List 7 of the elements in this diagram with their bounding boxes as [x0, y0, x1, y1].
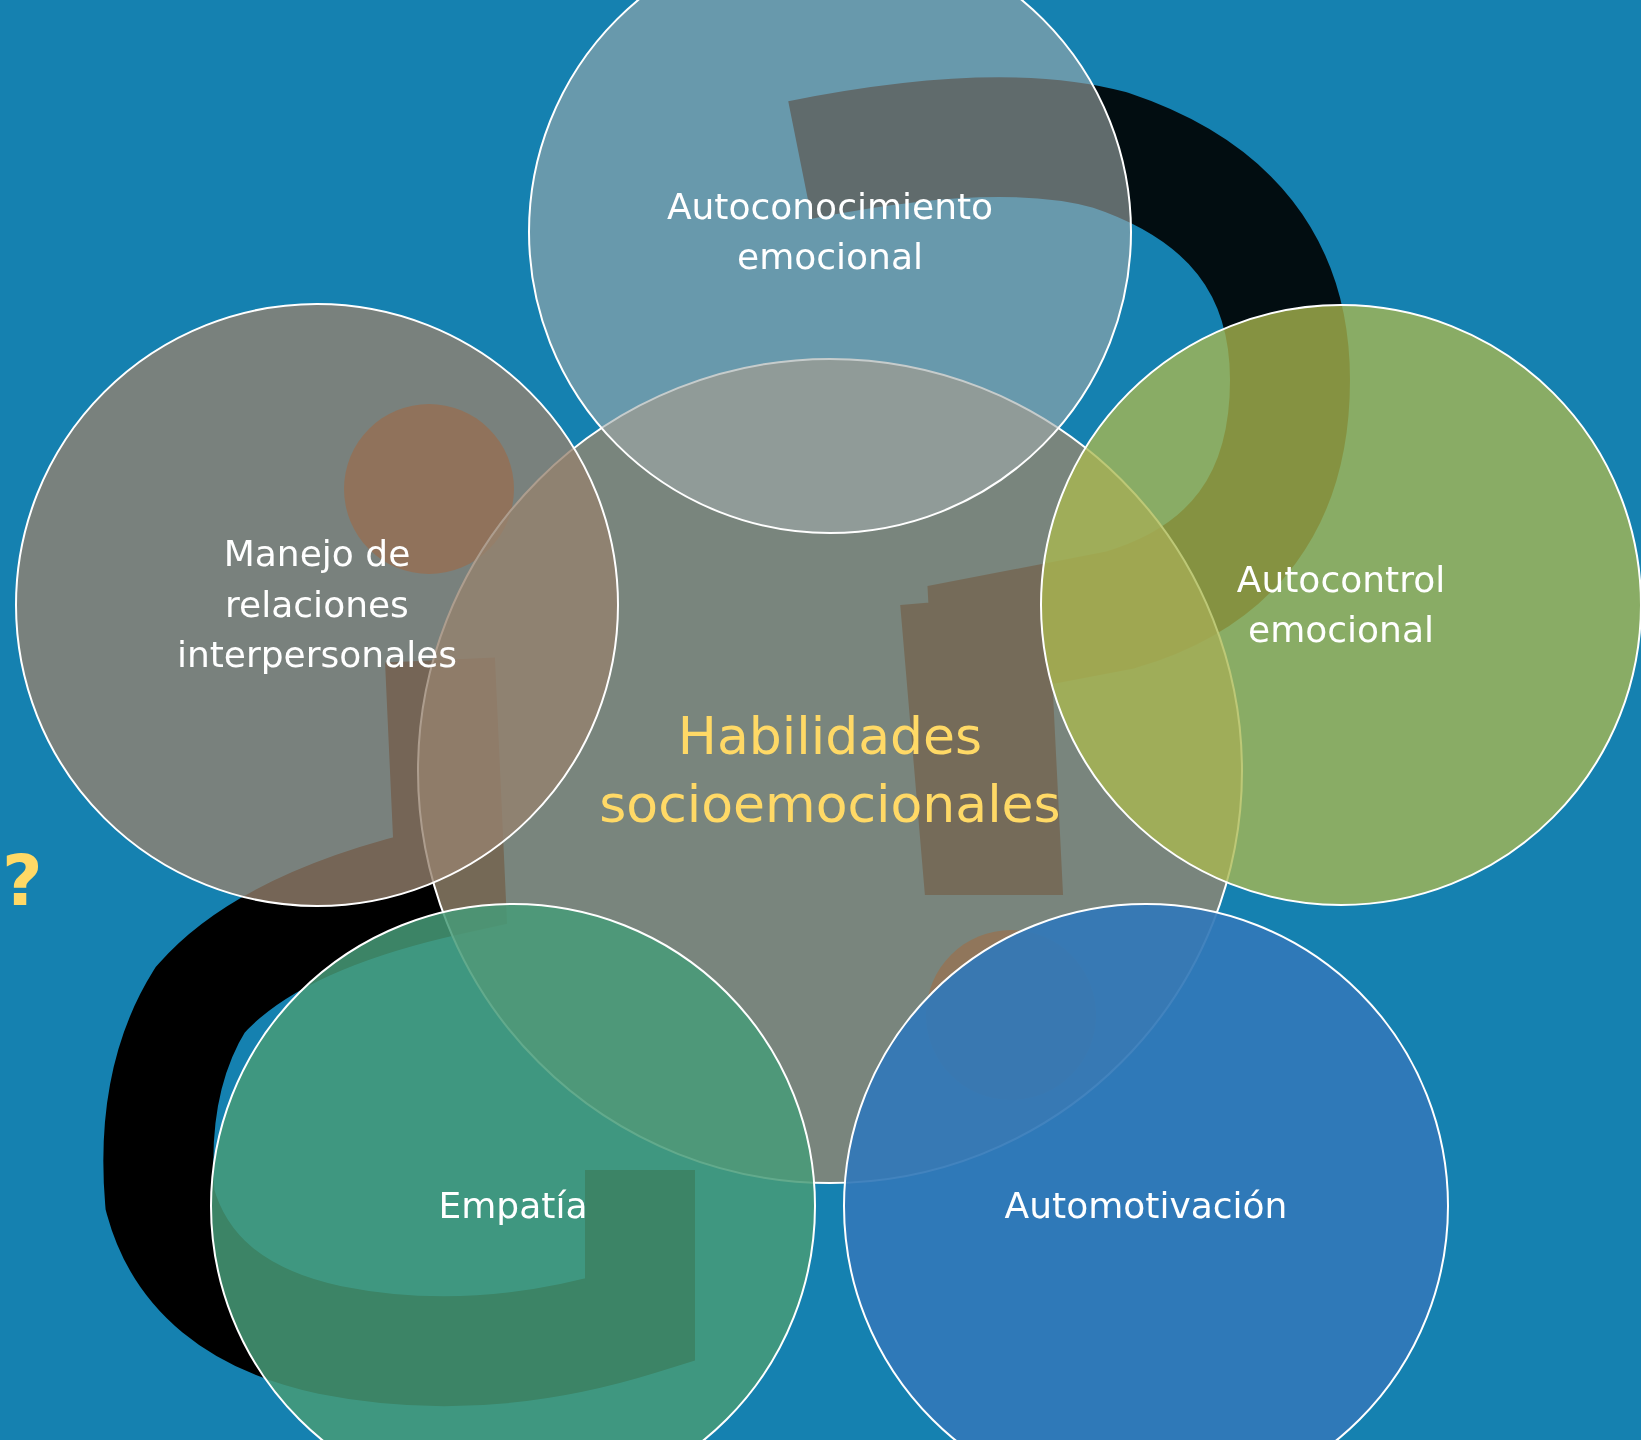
question-mark-text: ?	[2, 840, 43, 922]
skill-label: Manejo de relaciones interpersonales	[175, 532, 459, 678]
skill-label: Autocontrol emocional	[1235, 557, 1447, 652]
skill-label: Autoconocimiento emocional	[665, 184, 995, 279]
skill-label: Empatía	[438, 1183, 588, 1228]
skill-label: Automotivación	[1004, 1183, 1288, 1228]
center-label: Habilidades socioemocionales	[598, 705, 1062, 836]
